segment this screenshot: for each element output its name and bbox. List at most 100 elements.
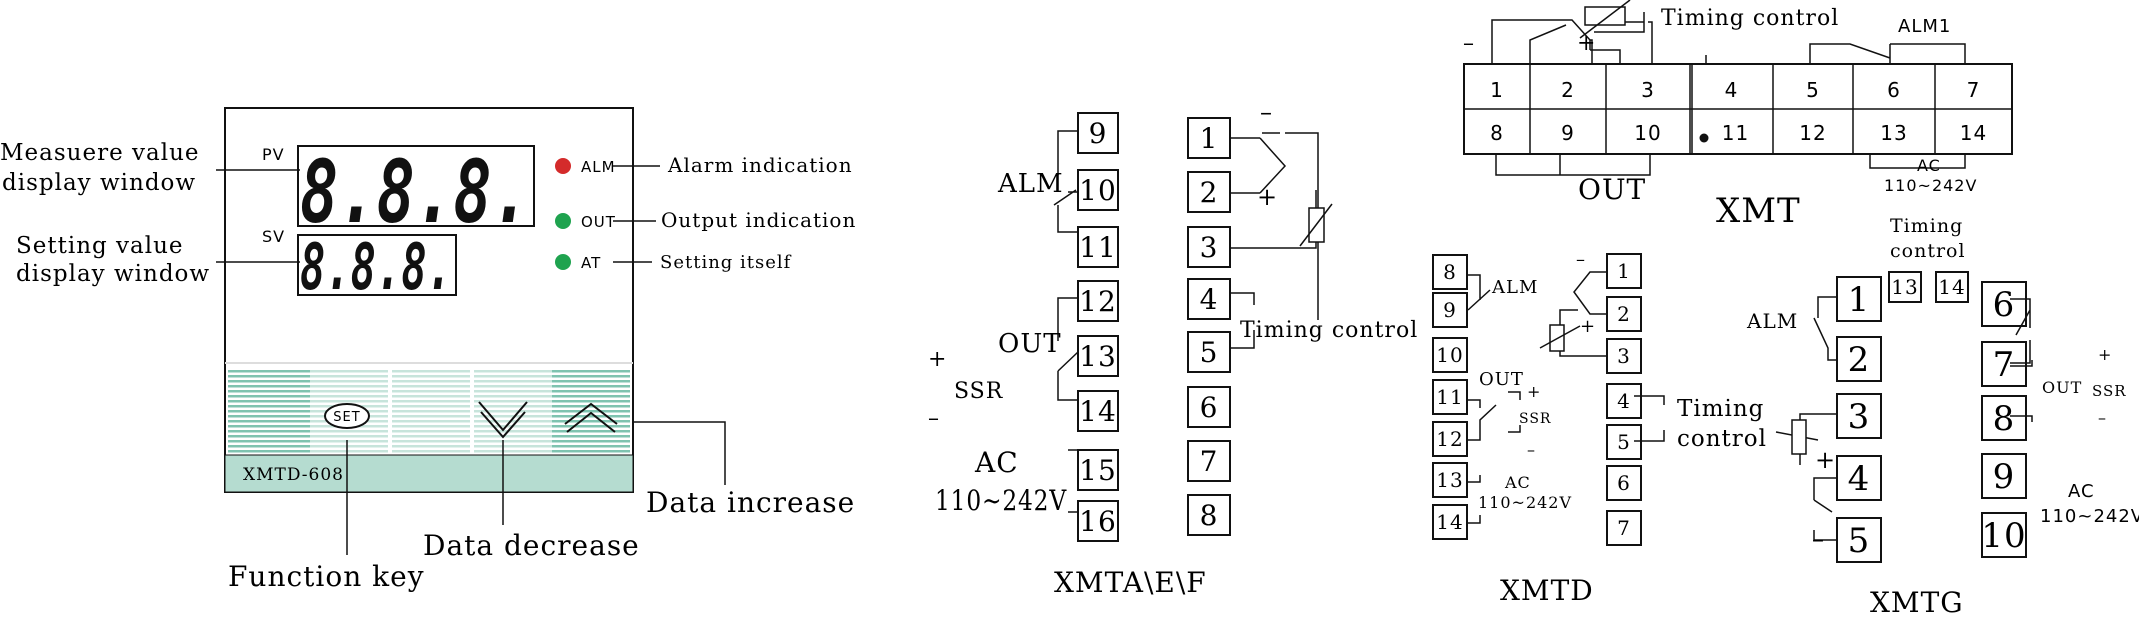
xmta-terminal-15: 15 [1077,449,1119,491]
xmta-terminal-5-box [1187,331,1231,373]
xmtg-terminal-4-box [1836,455,1882,501]
xmtd-terminal-7-box [1606,510,1642,546]
xmtg-terminal-6-number: 6 [1993,285,2016,325]
xmt-terminal-6: 6 [1887,78,1901,102]
xmtd-terminal-5: 5 [1606,424,1642,460]
xmtd-terminal-3-number: 3 [1617,344,1631,368]
xmta-title: XMTA\E\F [1054,566,1207,599]
xmta-terminal-14-number: 14 [1079,395,1117,428]
xmtg-alm-label: ALM [1746,309,1798,333]
xmt-terminal-13: 13 [1880,121,1907,145]
xmtd-terminal-3: 3 [1606,338,1642,374]
xmtg-terminal-9-number: 9 [1993,457,2016,497]
xmtg-ssr-label: SSR [2092,382,2127,400]
xmtd-terminal-5-number: 5 [1617,430,1631,454]
xmtg-timing-terminal-14-number: 14 [1938,275,1965,299]
xmtd-terminal-8: 8 [1432,254,1468,290]
xmtd-terminal-14: 14 [1432,504,1468,540]
xmtg-terminal-3-box [1836,393,1882,439]
xmt-out-label: OUT [1578,173,1646,206]
sv-display-digits: 8.8.8. [300,231,452,305]
indicator-alm-led [555,158,571,174]
xmta-terminal-2-number: 2 [1200,176,1219,209]
xmta-terminal-16-number: 16 [1079,505,1117,538]
xmtd-terminal-12-number: 12 [1436,427,1463,451]
xmta-terminal-12-box [1077,280,1119,322]
xmtd-timing-l1: Timing [1677,396,1764,422]
xmtg-terminal-10-number: 10 [1981,516,2026,556]
xmta-terminal-1-number: 1 [1200,122,1219,155]
xmta-ac-range: 110~242V [935,484,1067,517]
xmt-plus: + [1577,31,1596,56]
callout-measure-l2: display window [2,170,196,196]
xmta-plus: + [928,347,947,372]
xmtg-terminal-5: 5 [1836,517,1882,563]
down-key[interactable] [478,401,528,439]
xmta-terminal-2: 2 [1187,171,1231,213]
up-key[interactable] [564,402,618,433]
xmtd-terminal-2-number: 2 [1617,302,1631,326]
xmt-terminal-7: 7 [1967,78,1981,102]
xmta-plus-tc: + [1257,183,1278,211]
indicator-out-led [555,213,571,229]
xmtd-terminal-4-number: 4 [1617,389,1631,413]
xmt-title: XMT [1716,191,1801,231]
xmta-terminal-6: 6 [1187,386,1231,428]
xmtg-terminal-1-number: 1 [1848,280,1871,320]
xmta-terminal-10-number: 10 [1079,174,1117,207]
xmtg-terminal-7-number: 7 [1993,345,2016,385]
xmtg-wires [1775,296,2033,541]
xmtg-title: XMTG [1870,586,1964,617]
xmta-terminal-12-number: 12 [1079,285,1117,318]
xmtd-terminal-6-number: 6 [1617,471,1631,495]
xmt-terminal-10: 10 [1634,121,1661,145]
xmta-terminal-14-box [1077,390,1119,432]
xmtd-terminal-9-number: 9 [1443,298,1457,322]
xmta-terminal-16-box [1077,500,1119,542]
xmta-ssr-label: SSR [954,379,1004,404]
xmtd-terminal-7: 7 [1606,510,1642,546]
xmta-terminal-2-box [1187,171,1231,213]
xmtg-plus-ssr: + [2098,345,2112,364]
xmtd-plus-tc: + [1580,316,1596,337]
xmtg-terminal-1: 1 [1836,276,1882,322]
xmtd-ac-label: AC [1504,473,1531,492]
callout-function-key: Function key [228,560,425,593]
xmtg-terminal-10: 10 [1981,512,2027,558]
xmt-terminal-5: 5 [1806,78,1820,102]
set-key[interactable]: SET [324,403,370,429]
xmtd-terminal-13-number: 13 [1436,468,1463,492]
xmta-terminal-10: 10 [1077,169,1119,211]
xmtg-terminal-8: 8 [1981,395,2027,441]
xmtd-title: XMTD [1500,574,1594,607]
callout-leaders [216,165,726,555]
xmtg-timing-l1: Timing [1890,215,1963,237]
xmtd-out-label: OUT [1479,369,1524,390]
xmta-terminal-7-box [1187,440,1231,482]
chevron-down-icon [478,401,528,432]
xmta-terminal-5: 5 [1187,331,1231,373]
chevron-up-icon-inner [566,411,616,433]
xmtg-terminal-3: 3 [1836,393,1882,439]
xmtd-terminal-14-box [1432,504,1468,540]
xmtg-minus-ssr: – [2098,408,2107,427]
xmtg-timing-l2: control [1890,240,1966,262]
xmt-ac-range: 110~242V [1884,176,1977,195]
indicator-alm-description: Alarm indication [667,153,853,177]
xmtg-terminal-4: 4 [1836,455,1882,501]
chevron-up-icon [564,402,618,425]
xmta-terminal-10-box [1077,169,1119,211]
xmtd-alm-label: ALM [1491,277,1538,298]
xmtd-terminal-5-box [1606,424,1642,460]
xmta-terminal-11: 11 [1077,226,1119,268]
xmtd-terminal-1-box [1606,253,1642,289]
indicator-at-led [555,254,571,270]
xmtd-terminal-11-box [1432,379,1468,415]
